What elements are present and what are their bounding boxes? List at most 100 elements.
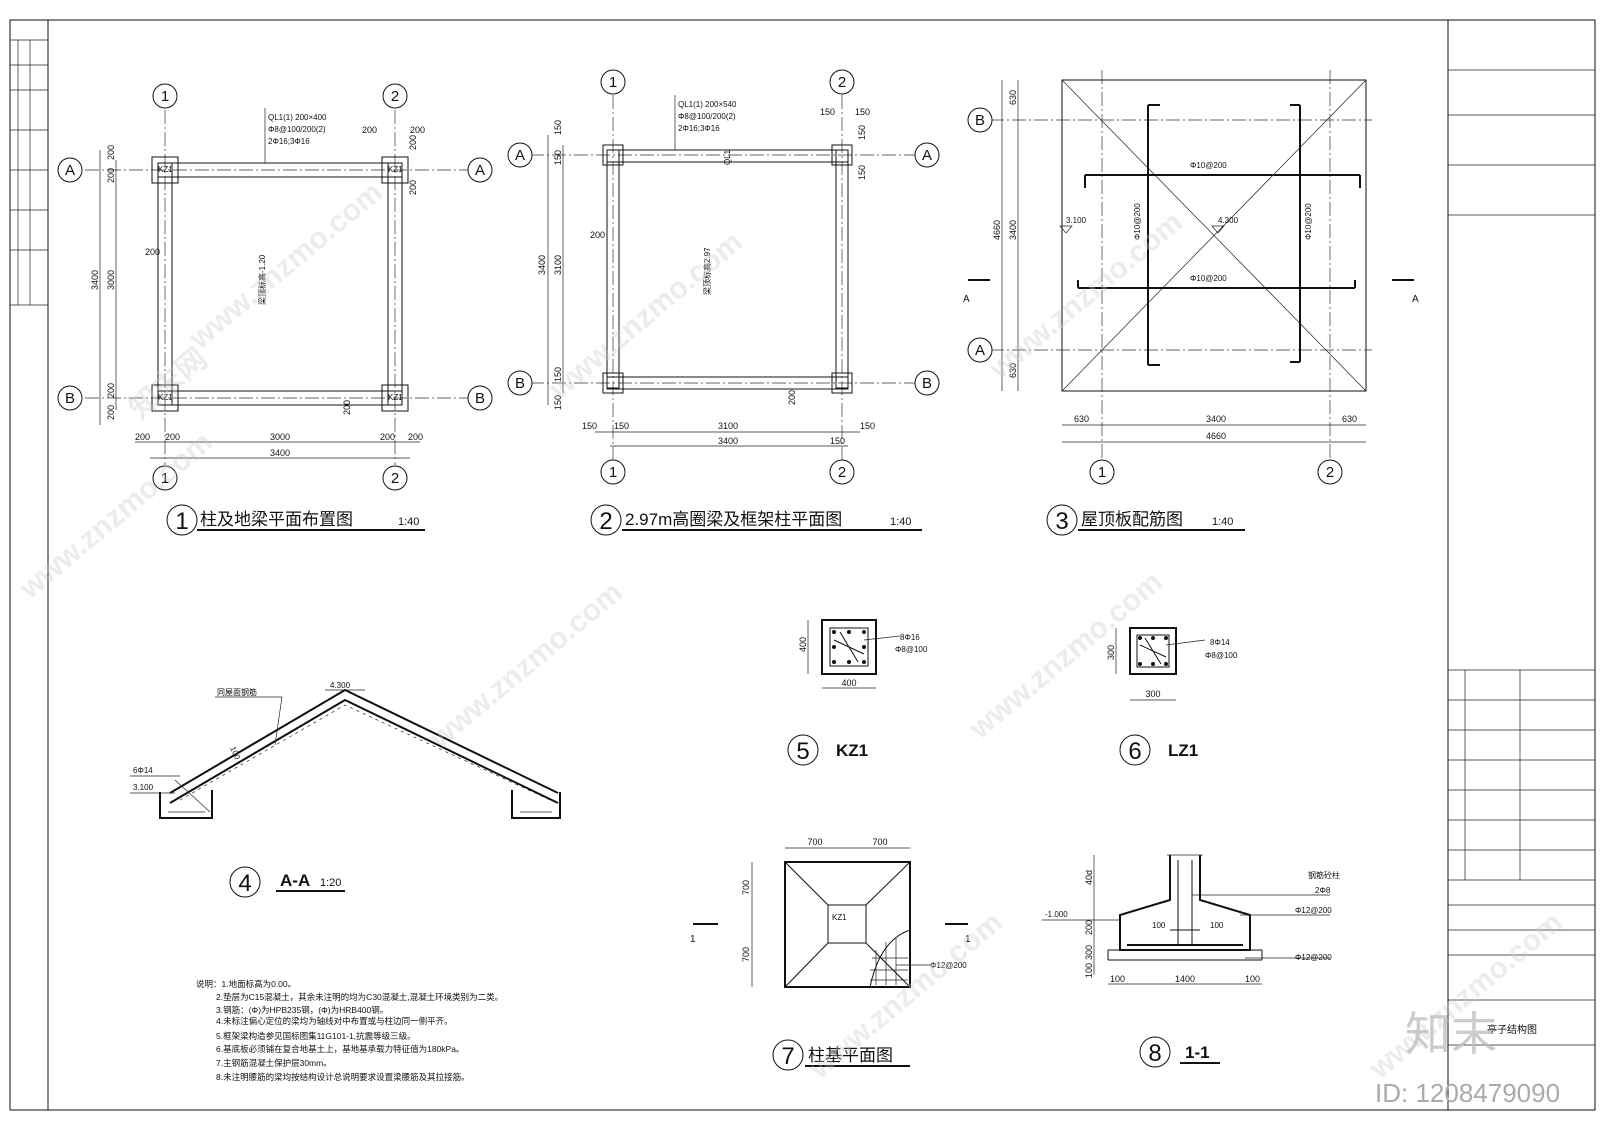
dim-label: 200 — [410, 125, 425, 135]
dim-label: 3000 — [106, 270, 116, 290]
drawing-number: 4 — [238, 870, 251, 897]
dim-label: 3400 — [1008, 220, 1018, 240]
dim-label: 3400 — [537, 255, 547, 275]
dim-label: 200 — [408, 135, 418, 150]
plan-ring-beam-2-97: QL1(1) 200×540 Φ8@100/200(2) 2Φ16;3Φ16 Q… — [507, 69, 940, 536]
column-kz1 — [151, 156, 179, 184]
drawing-number: 3 — [1055, 508, 1068, 535]
watermark-layer: 知末网 www.znzmo.com www.znzmo.com www.znzm… — [13, 175, 1569, 1108]
dim-label: 150 — [860, 421, 875, 431]
axis-bubble-b: B — [975, 112, 985, 129]
drawing-title: 屋顶板配筋图 — [1081, 510, 1183, 529]
drawing-scale: 1:40 — [1212, 516, 1233, 528]
axis-bubble-1: 1 — [161, 470, 169, 487]
dim-label: 200 — [165, 432, 180, 442]
watermark-text: 知末网 — [123, 342, 213, 425]
drawing-title: 1-1 — [1185, 1043, 1210, 1062]
dim-label: 300 — [1084, 945, 1094, 960]
beam-note: Φ8@100/200(2) — [678, 112, 736, 121]
center-note: 梁顶标高-1.20 — [257, 254, 267, 305]
axis-bubble-b: B — [65, 390, 75, 407]
dim-label: 150 — [553, 120, 563, 135]
plan-column-footing: KZ1 Φ12@200 700 700 700 700 1 1 7 柱基平面图 — [690, 837, 971, 1071]
dim-label: 150 — [582, 421, 597, 431]
column-section-lz1: 8Φ14 Φ8@100 300 300 6 LZ1 — [1106, 627, 1238, 766]
drawing-number: 2 — [599, 508, 612, 535]
axis-bubble-a: A — [475, 162, 485, 179]
sheet-border — [9, 19, 1596, 1111]
beam-note: QL1(1) 200×400 — [268, 113, 327, 122]
dim-label: 4660 — [1206, 431, 1226, 441]
elevation: -1.000 — [1045, 910, 1068, 919]
dim-label: 3100 — [553, 255, 563, 275]
beam-note: 2Φ16;3Φ16 — [268, 137, 310, 146]
column — [602, 372, 624, 394]
section-mark: A — [1412, 294, 1419, 305]
watermark-logo: 知末 — [1405, 1008, 1497, 1060]
note-line: 说明：1.地面标高为0.00。 — [196, 979, 296, 989]
dim-label: 700 — [741, 947, 751, 962]
dim-label: 100 — [1084, 963, 1094, 978]
rebar-label: Φ8@100 — [895, 645, 928, 654]
watermark-text: www.znzmo.com — [423, 575, 629, 756]
axis-bubble-2: 2 — [838, 74, 846, 91]
column-kz1 — [381, 384, 409, 412]
note-line: 4.未标注偏心定位的梁均为轴线对中布置或与柱边同一侧平齐。 — [216, 1016, 453, 1026]
dim-label: 200 — [106, 405, 116, 420]
dim-label: 3400 — [90, 270, 100, 290]
axis-bubble-2: 2 — [391, 88, 399, 105]
drawing-number: 1 — [175, 508, 188, 535]
beam-note: Φ8@100/200(2) — [268, 125, 326, 134]
dim-label: 100 — [1210, 921, 1224, 930]
drawing-title: LZ1 — [1168, 741, 1198, 760]
rebar-label: Φ12@200 — [1295, 906, 1332, 915]
dim-label: 200 — [135, 432, 150, 442]
dim-label: 700 — [807, 837, 822, 847]
dim-label: 100 — [1245, 974, 1260, 984]
drawing-number: 6 — [1128, 738, 1141, 765]
axis-bubble-2: 2 — [1326, 464, 1334, 481]
section-mark: A — [963, 294, 970, 305]
dim-label: 200 — [106, 145, 116, 160]
dim-label: 200 — [362, 125, 377, 135]
rebar-label: Φ8@100 — [1205, 651, 1238, 660]
rebar-label: Φ12@200 — [1295, 953, 1332, 962]
dim-label: 630 — [1074, 414, 1089, 424]
title-block: 亭子结构图 — [1447, 20, 1595, 1110]
dim-label: 400 — [798, 637, 808, 652]
slab-note: 同屋面钢筋 — [217, 687, 257, 697]
dim-label: 200 — [106, 383, 116, 398]
binding-strip — [10, 39, 48, 306]
rebar-label: Φ10@200 — [1133, 203, 1142, 240]
rebar-label: 8Φ16 — [900, 633, 920, 642]
col-tag: KZ1 — [832, 913, 847, 922]
dim-label: 150 — [553, 150, 563, 165]
axis-bubble-1: 1 — [609, 74, 617, 91]
dim-label: 150 — [830, 436, 845, 446]
drawing-scale: 1:40 — [890, 516, 911, 528]
dim-label: 630 — [1342, 414, 1357, 424]
watermark-text: www.znzmo.com — [543, 225, 749, 406]
dim-label: 1400 — [1175, 974, 1195, 984]
dim-label: 300 — [1106, 645, 1116, 660]
rebar-label: Φ10@200 — [1190, 161, 1227, 170]
axis-bubble-b: B — [922, 375, 932, 392]
dim-label: 700 — [741, 880, 751, 895]
drawing-title: A-A — [280, 871, 310, 890]
dim-label: 200 — [787, 390, 797, 405]
title-block-drawing-name: 亭子结构图 — [1487, 1023, 1537, 1036]
drawing-title: 柱及地梁平面布置图 — [200, 510, 353, 529]
dim-label: 700 — [872, 837, 887, 847]
dim-label: 3100 — [718, 421, 738, 431]
beam-note: QL1(1) 200×540 — [678, 100, 737, 109]
axis-bubble-1: 1 — [609, 464, 617, 481]
elevation: 3.100 — [1066, 216, 1087, 225]
col-tag: KZ1 — [158, 165, 173, 174]
dim-label: 200 — [408, 180, 418, 195]
column-section-kz1: 8Φ16 Φ8@100 400 400 5 KZ1 — [787, 619, 928, 766]
drawing-scale: 1:20 — [320, 877, 341, 889]
dim-label: 630 — [1008, 363, 1018, 378]
dim-label: 150 — [857, 165, 867, 180]
beam-tag: QL1 — [723, 149, 732, 165]
